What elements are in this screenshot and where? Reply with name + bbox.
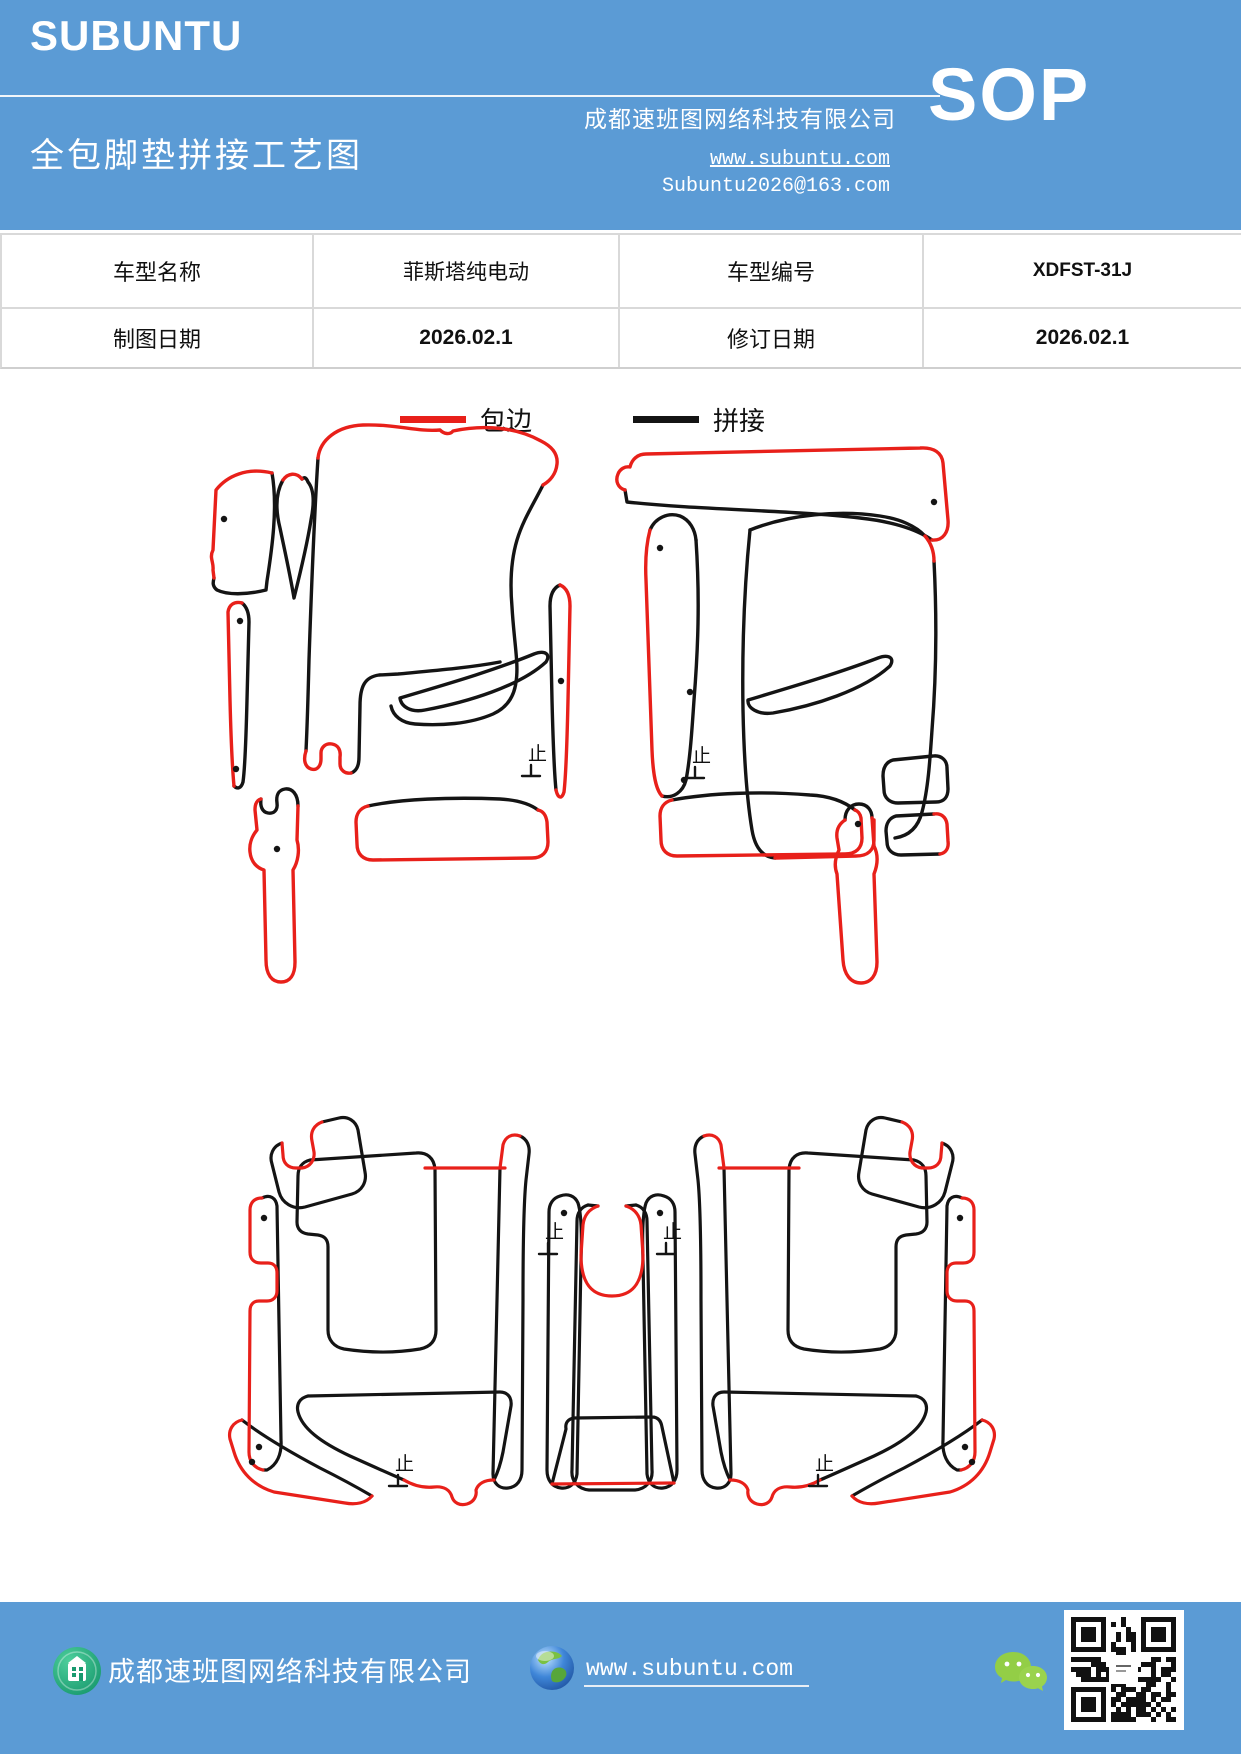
brand-logo: SUBUNTU — [30, 12, 243, 59]
rear-center-tunnel-piece — [550, 1203, 676, 1492]
vehicle-name-value: 菲斯塔纯电动 — [314, 235, 620, 309]
footer-company-name: 成都速班图网络科技有限公司 — [108, 1657, 472, 1687]
draw-date-label: 制图日期 — [2, 309, 314, 367]
edge-binding-color-swatch — [400, 416, 466, 423]
footer-band: 成都速班图网络科技有限公司 www.subuntu.com — [0, 1602, 1241, 1754]
registration-dots — [248, 1209, 568, 1466]
vehicle-name-label: 车型名称 — [2, 235, 314, 309]
header-band: SUBUNTU 全包脚垫拼接工艺图 成都速班图网络科技有限公司 www.subu… — [0, 0, 1241, 230]
legend-item-edge-binding: 包边 — [400, 401, 532, 438]
table-row: 车型名称 菲斯塔纯电动 车型编号 XDFST-31J — [2, 235, 1241, 309]
legend-item-splice: 拼接 — [633, 401, 765, 438]
registration-dots — [220, 515, 565, 853]
header-website-link[interactable]: www.subuntu.com — [709, 148, 890, 171]
rear-mat-group-right — [641, 1115, 997, 1507]
legend-label: 拼接 — [713, 407, 766, 436]
revise-date-label: 修订日期 — [620, 309, 924, 367]
sop-label: SOP — [928, 53, 1091, 136]
registration-dots — [656, 498, 938, 828]
revise-date-value: 2026.02.1 — [1035, 326, 1130, 349]
front-left-mat-group — [209, 423, 572, 984]
draw-date-value: 2026.02.1 — [314, 309, 620, 367]
header-email: Subuntu2026@163.com — [661, 175, 890, 198]
vehicle-code-value: XDFST-31J — [924, 235, 1241, 309]
header-company-name: 成都速班图网络科技有限公司 — [584, 107, 896, 132]
splice-color-swatch — [633, 416, 699, 423]
qr-code — [1064, 1610, 1184, 1730]
front-right-mat-group — [615, 446, 950, 985]
wechat-icon — [995, 1652, 1047, 1691]
company-building-icon — [53, 1647, 101, 1695]
globe-icon — [530, 1646, 574, 1690]
vehicle-code-label: 车型编号 — [620, 235, 924, 309]
legend-label: 包边 — [480, 407, 533, 436]
table-row: 制图日期 2026.02.1 修订日期 2026.02.1 — [2, 309, 1241, 367]
header-links: www.subuntu.com Subuntu2026@163.com — [600, 148, 890, 198]
footer-website-link[interactable]: www.subuntu.com — [584, 1656, 810, 1687]
header-divider-line — [0, 95, 940, 97]
rear-mat-group-left — [227, 1115, 583, 1507]
vehicle-info-table: 车型名称 菲斯塔纯电动 车型编号 XDFST-31J 制图日期 2026.02.… — [0, 233, 1241, 369]
page-title: 全包脚垫拼接工艺图 — [30, 137, 363, 175]
